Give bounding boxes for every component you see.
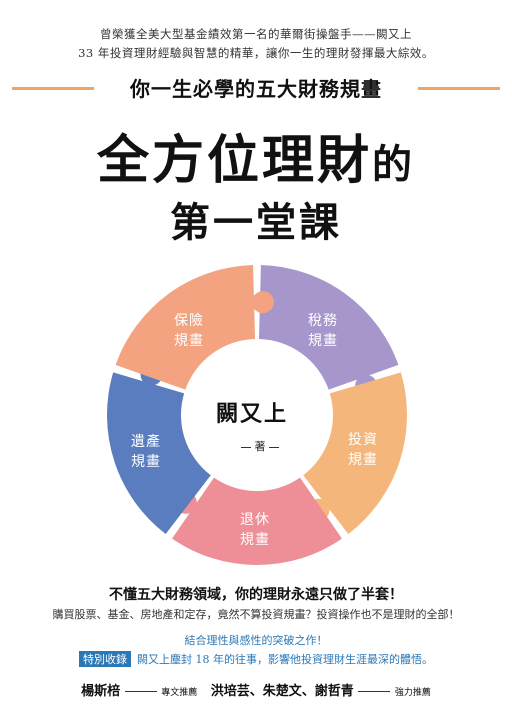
author-role-dash-right (269, 446, 279, 448)
recommender-2-role: 強力推薦 (394, 688, 431, 698)
recommender-1-role: 專文推薦 (161, 688, 198, 698)
puzzle-segment-tax (258, 265, 399, 390)
special-tag: 特別收錄 (79, 651, 131, 667)
segment-label-estate-line2: 規畫 (131, 454, 161, 470)
special-collection: 特別收錄闕又上塵封 18 年的往事，影響他投資理財生涯最深的體悟。 (0, 651, 512, 667)
segment-label-insurance-line2: 規畫 (174, 333, 204, 349)
segment-label-estate-line1: 遺產 (131, 434, 161, 450)
bottom-line-3: 結合理性與感性的突破之作！ (184, 634, 328, 647)
bottom-headline: 不懂五大財務領域，你的理財永遠只做了半套！ (109, 587, 403, 603)
segment-label-retirement: 退休 規畫 (225, 510, 285, 550)
recommenders: 楊斯棓 專文推薦 洪培芸、朱楚文、謝哲青 強力推薦 (0, 680, 512, 699)
book-title-line-2: 第一堂課 (170, 199, 342, 246)
segment-label-insurance-line1: 保險 (174, 313, 204, 329)
segment-label-investment-line1: 投資 (348, 432, 378, 448)
bottom-line-2: 購買股票、基金、房地產和定存，竟然不算投資規畫？投資操作也不是理財的全部！ (52, 608, 460, 621)
recommender-1-dash (124, 691, 157, 692)
intro-line-1: 曾榮獲全美大型基金績效第一名的華爾街操盤手——闕又上 (100, 27, 412, 41)
puzzle-segment-insurance (115, 265, 256, 390)
book-title-main: 全方位理財 (96, 130, 372, 191)
intro-line-2: 33 年投資理財經驗與智慧的精華，讓你一生的理財發揮最大綜效。 (78, 46, 434, 60)
author-role-text: 著 (254, 440, 266, 453)
segment-label-retirement-line2: 規畫 (240, 532, 270, 548)
puzzle-segment-retirement (172, 477, 342, 565)
right-divider (418, 87, 500, 90)
recommender-1-name: 楊斯棓 (81, 684, 121, 699)
segment-label-insurance: 保險 規畫 (159, 311, 219, 351)
segment-label-tax-line1: 稅務 (308, 313, 338, 329)
author-role-dash (241, 446, 251, 448)
segment-label-investment: 投資 規畫 (333, 430, 393, 470)
puzzle-segment-investment (303, 372, 407, 535)
recommender-2-dash (358, 691, 391, 692)
left-divider (12, 87, 94, 90)
segment-label-estate: 遺產 規畫 (116, 432, 176, 472)
puzzle-segment-estate (106, 372, 211, 535)
segment-label-investment-line2: 規畫 (348, 452, 378, 468)
segment-label-tax: 稅務 規畫 (293, 311, 353, 351)
recommender-2-names: 洪培芸、朱楚文、謝哲青 (210, 684, 354, 699)
book-title-line-1: 全方位理財的 (0, 118, 512, 193)
subtitle: 你一生必學的五大財務規畫 (130, 77, 382, 101)
book-title-tail: 的 (372, 141, 415, 188)
segment-label-tax-line2: 規畫 (308, 333, 338, 349)
author-role: 著 (241, 438, 279, 454)
special-text: 闕又上塵封 18 年的往事，影響他投資理財生涯最深的體悟。 (137, 653, 433, 666)
segment-label-retirement-line1: 退休 (240, 512, 270, 528)
puzzle-knob-insurance (251, 291, 274, 314)
puzzle-wheel (106, 265, 407, 565)
author-name: 闕又上 (216, 401, 289, 427)
